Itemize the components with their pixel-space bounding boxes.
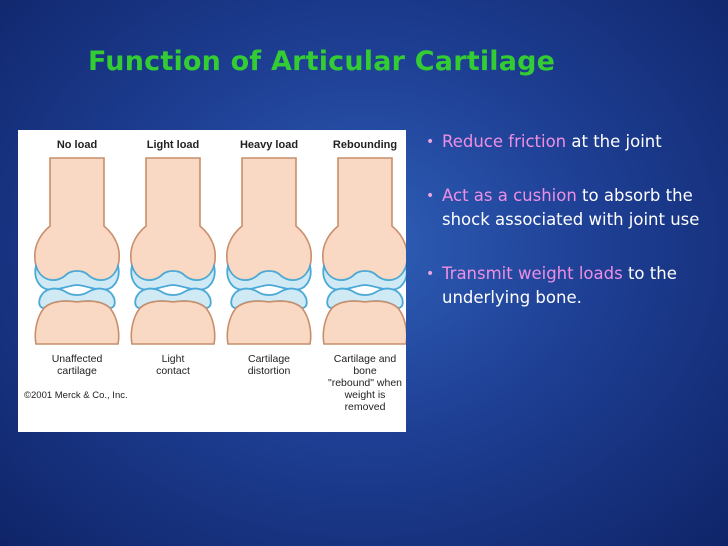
panel-caption-line: bone [353, 365, 377, 377]
panel-caption-line: Cartilage [248, 353, 290, 365]
panel-heading: No load [57, 139, 97, 151]
panel-caption-line: "rebound" when [328, 377, 402, 389]
panel-caption-line: distortion [248, 365, 291, 377]
bullet-highlight: Transmit weight loads [442, 264, 623, 283]
bullet-dot-icon: • [426, 266, 435, 282]
copyright-text: ©2001 Merck & Co., Inc. [24, 390, 128, 401]
panel-heading: Light load [147, 139, 200, 151]
bullet-text: to the underlying bone. [442, 264, 677, 307]
bullet-dot-icon: • [426, 188, 435, 204]
bullet-item: • Reduce friction at the joint [426, 130, 716, 154]
slide-title: Function of Articular Cartilage [88, 46, 556, 77]
joint-illustration-3 [225, 157, 313, 345]
panel-caption-line: contact [156, 365, 190, 377]
bullet-highlight: Reduce friction [442, 132, 567, 151]
joint-illustration-1 [33, 157, 121, 345]
bullet-item: • Act as a cushion to absorb the shock a… [426, 184, 716, 232]
joint-illustration-4 [321, 157, 406, 345]
panel-caption-line: Light [162, 353, 185, 365]
bullet-text: at the joint [566, 132, 662, 151]
panel-caption-line: weight is [344, 389, 386, 401]
bullet-text: to absorb the shock associated with join… [442, 186, 700, 229]
panel-caption-line: removed [345, 401, 386, 413]
bullet-item: • Transmit weight loads to the underlyin… [426, 262, 716, 310]
panel-caption-line: Unaffected [52, 353, 103, 365]
panel-caption-line: cartilage [57, 365, 97, 377]
bullet-list: • Reduce friction at the joint • Act as … [426, 130, 716, 340]
joint-illustration-2 [129, 157, 217, 345]
bullet-highlight: Act as a cushion [442, 186, 577, 205]
bullet-dot-icon: • [426, 134, 435, 150]
panel-heading: Rebounding [333, 139, 397, 151]
panel-caption-line: Cartilage and [334, 353, 397, 365]
panel-heading: Heavy load [240, 139, 298, 151]
